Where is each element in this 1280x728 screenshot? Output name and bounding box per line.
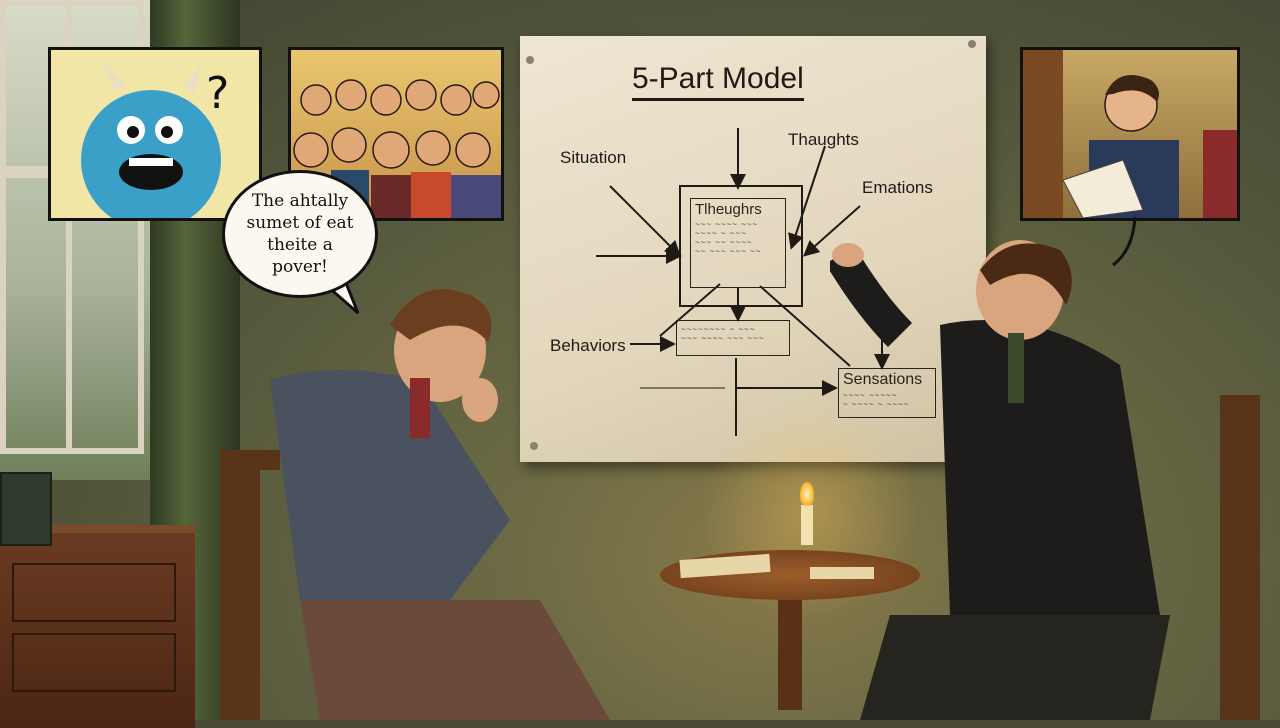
bubble-line: The ahtally	[251, 191, 349, 211]
scribble-text: ~~~ ~~~~ ~~~~~~~ ~ ~~~~~~ ~~ ~~~~~~ ~~~ …	[695, 220, 762, 256]
older-man-pointing	[830, 240, 1260, 720]
dresser	[0, 525, 195, 728]
monster-illustration	[81, 62, 221, 218]
thoughts-box: Tlheughrs ~~~ ~~~~ ~~~~~~~ ~ ~~~~~~ ~~ ~…	[690, 198, 786, 288]
pin	[968, 40, 976, 48]
reader-illustration	[1023, 50, 1237, 218]
cbt-poster: 5-Part Model Situation Thaughts Emations…	[520, 36, 986, 462]
dresser-drawer	[12, 633, 176, 692]
bubble-line: theite a	[267, 235, 333, 255]
label-thoughts: Thaughts	[788, 130, 859, 149]
table-leg	[778, 590, 802, 710]
sensations-box-title: Sensations	[843, 371, 923, 388]
reader-panel-tail	[1112, 216, 1137, 267]
poster-arrows	[596, 128, 890, 436]
speech-bubble: The ahtally sumet of eat theite a pover!	[222, 170, 378, 298]
monster-comic-panel: ?	[48, 47, 262, 221]
label-situation: Situation	[560, 148, 627, 167]
poster-title: 5-Part Model	[632, 62, 804, 101]
label-behaviors: Behaviors	[550, 336, 626, 355]
sensations-box: Sensations ~~~~ ~~~~~~ ~~~~ ~ ~~~~	[838, 368, 936, 418]
candle-flame	[800, 482, 814, 506]
paper-note	[810, 567, 874, 579]
question-mark: ?	[206, 68, 230, 119]
dresser-drawer	[12, 563, 176, 622]
thoughts-box-title: Tlheughrs	[695, 201, 762, 218]
bubble-line: sumet of eat	[246, 213, 354, 233]
label-emotions: Emations	[862, 178, 933, 197]
pin	[530, 442, 538, 450]
pin	[526, 56, 534, 64]
reader-comic-panel	[1020, 47, 1240, 221]
scribble-text: ~~~~~~~~ ~ ~~~~~~ ~~~~ ~~~ ~~~	[681, 325, 765, 343]
scribble-text: ~~~~ ~~~~~~ ~~~~ ~ ~~~~	[843, 391, 910, 409]
small-box	[0, 472, 52, 546]
candle	[801, 505, 813, 545]
behavior-note-box: ~~~~~~~~ ~ ~~~~~~ ~~~~ ~~~ ~~~	[676, 320, 790, 356]
young-man-seated	[220, 289, 610, 720]
bubble-line: pover!	[272, 257, 328, 277]
